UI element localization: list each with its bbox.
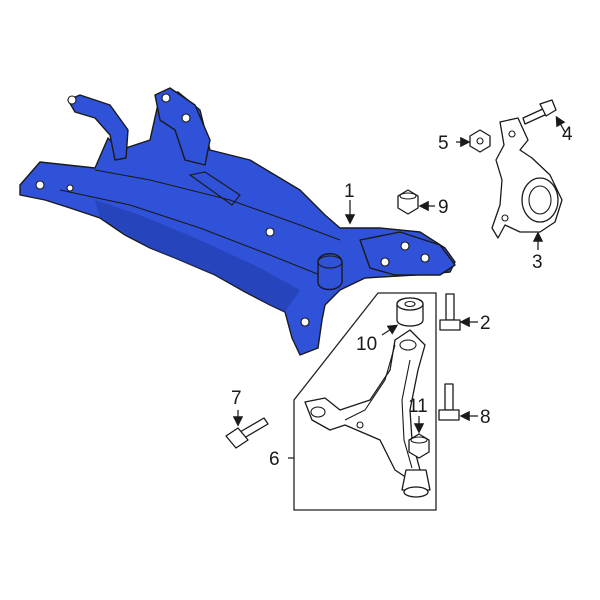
- control-arm-rib: [344, 344, 396, 421]
- leader-lines: [232, 115, 566, 459]
- subframe-ridge: [59, 169, 341, 276]
- callout-3: 3: [532, 252, 543, 273]
- bushing-10: [396, 297, 424, 327]
- bolt-7-head: [225, 427, 249, 449]
- callout-2: 2: [480, 313, 491, 334]
- knuckle-hub-bore: [521, 177, 559, 223]
- ball-joint: [401, 469, 431, 491]
- bolt-2: [439, 293, 461, 331]
- bolt-7: [225, 417, 269, 449]
- bolt-2-head: [439, 319, 461, 331]
- bolt-8: [438, 383, 460, 421]
- subframe-right-bracket: [359, 231, 456, 276]
- steering-knuckle: [491, 117, 563, 239]
- nut-11: [408, 433, 430, 459]
- mount-hole: [67, 95, 77, 105]
- callouts: 1 2 3 4 5 6 7 8 9 10 11: [231, 124, 573, 470]
- nut-11-body: [408, 433, 430, 459]
- ball-joint-boot: [403, 486, 429, 498]
- callout-5: 5: [438, 133, 449, 154]
- nut-9-body: [397, 189, 419, 215]
- knuckle-hub-inner: [528, 185, 552, 215]
- mount-hole: [420, 253, 430, 263]
- mount-hole: [181, 113, 191, 123]
- subframe-turret: [317, 253, 343, 291]
- subframe-slot: [188, 171, 241, 206]
- callout-4: 4: [562, 124, 573, 145]
- callout-6: 6: [269, 449, 280, 470]
- bushing-10-bore: [404, 300, 416, 308]
- callout-8: 8: [480, 407, 491, 428]
- mount-hole: [265, 227, 275, 237]
- turret-top: [317, 255, 343, 269]
- nut-5-bore: [476, 137, 484, 145]
- callout-10: 10: [356, 334, 377, 355]
- mount-hole: [161, 93, 171, 103]
- bolt-8-shank: [444, 383, 454, 411]
- mount-hole: [400, 241, 410, 251]
- mount-hole: [35, 180, 45, 190]
- knuckle-hole: [508, 130, 516, 138]
- nut-9: [397, 189, 419, 215]
- mount-hole: [300, 317, 310, 327]
- subframe-shade: [95, 200, 300, 312]
- lower-control-arm: [304, 329, 431, 498]
- bolt-8-head: [438, 409, 460, 421]
- nut-5: [469, 129, 491, 153]
- callout-11: 11: [408, 396, 428, 417]
- leader-4: [555, 115, 566, 133]
- nut-9-top: [399, 192, 417, 200]
- bolt-4-head: [539, 99, 557, 117]
- control-arm-pivot-hole: [310, 406, 326, 418]
- control-arm-hole: [356, 421, 364, 429]
- arm-assembly-bracket: [293, 292, 437, 511]
- subframe-body: [19, 91, 456, 356]
- leader-10: [381, 324, 399, 336]
- knuckle-hole: [501, 214, 509, 222]
- bolt-2-shank: [445, 293, 455, 321]
- callout-1: 1: [344, 181, 355, 202]
- callout-7: 7: [231, 388, 242, 409]
- subframe-rear-arm: [67, 94, 129, 161]
- subframe: [19, 87, 456, 356]
- subframe-right-pillar: [154, 87, 211, 166]
- control-arm-body: [304, 329, 426, 481]
- control-arm-bushing-hole: [399, 339, 417, 351]
- mount-hole: [380, 257, 390, 267]
- callout-9: 9: [438, 197, 449, 218]
- control-arm-rib: [401, 359, 413, 469]
- nut-11-top: [410, 436, 428, 444]
- mount-hole: [66, 184, 74, 192]
- bolt-4: [522, 99, 557, 125]
